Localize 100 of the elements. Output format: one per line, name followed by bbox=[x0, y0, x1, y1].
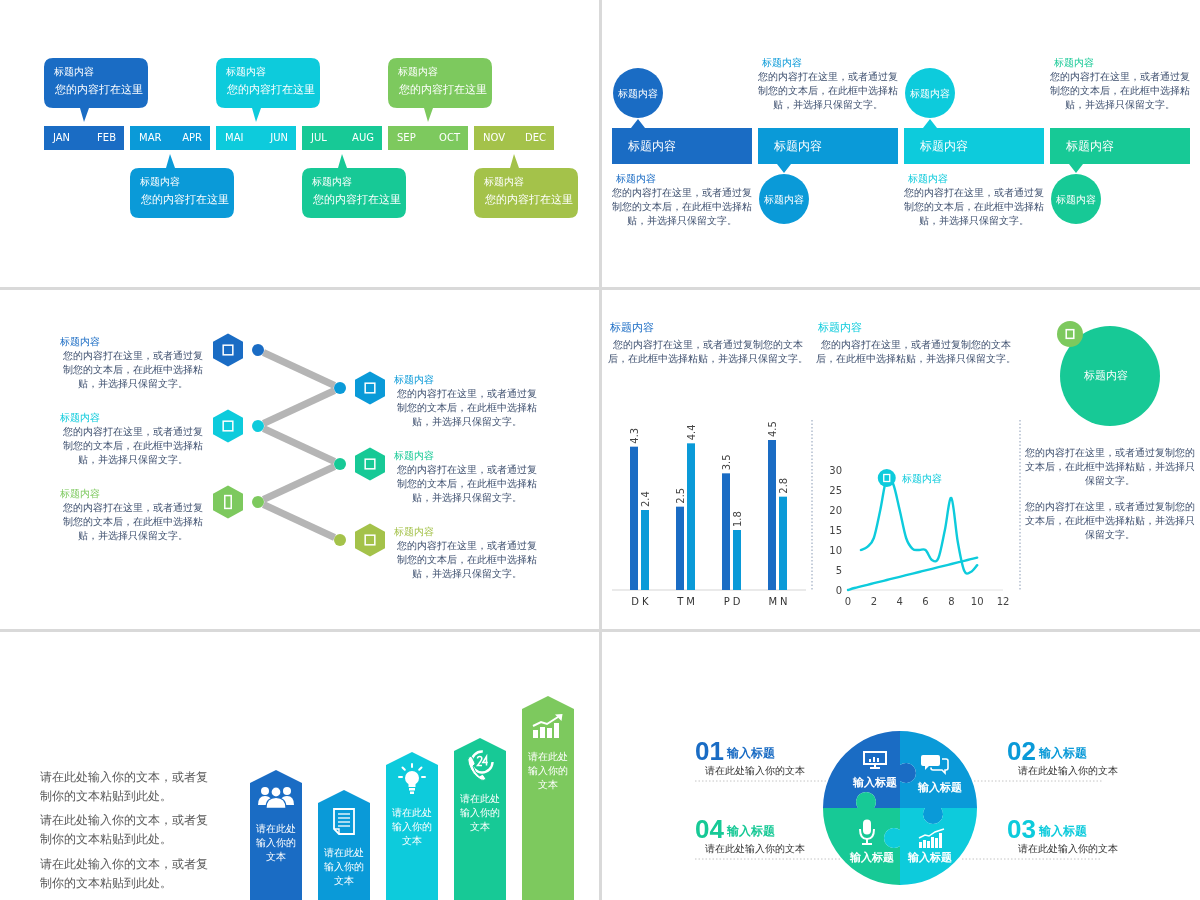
tick-label: 2 bbox=[870, 596, 877, 607]
column-text: 请在此处输入你的文本 bbox=[255, 822, 297, 864]
paragraph: 您的内容打在这里，或者通过复制您的文本后，在此框中选择粘贴，并选择只保留文字。 bbox=[1025, 446, 1195, 488]
caption-text: 请在此处输入你的文本 bbox=[705, 764, 805, 777]
paragraph: 您的内容打在这里，或者通过复制您的文本后，在此框中选择粘贴，并选择只保留文字。 bbox=[395, 463, 538, 505]
item-number: 04 bbox=[695, 816, 724, 842]
month-label: MAR bbox=[139, 131, 162, 145]
column-text: 请在此处输入你的文本 bbox=[391, 806, 433, 848]
item-number: 03 bbox=[1007, 816, 1036, 842]
paragraph: 您的内容打在这里，或者通过复制您的文本后，在此框中选择粘贴，并选择只保留文字。 bbox=[904, 186, 1044, 228]
heading-text: 标题内容 bbox=[394, 449, 434, 462]
connector-line bbox=[261, 501, 337, 541]
month-label: APR bbox=[182, 131, 202, 145]
body-text: 您的内容打在这里 bbox=[485, 192, 573, 206]
paragraph: 您的内容打在这里，或者通过复制您的文本后，在此框中选择粘贴，并选择只保留文字。 bbox=[815, 338, 1017, 366]
heading-text: 标题内容 bbox=[60, 411, 100, 424]
tick-label: 20 bbox=[829, 504, 842, 516]
title-text: 输入标题 bbox=[853, 776, 897, 790]
arrow-column bbox=[250, 770, 302, 900]
title-text: 标题内容 bbox=[628, 138, 676, 154]
title-banner bbox=[904, 119, 1044, 164]
heading-text: 输入标题 bbox=[1039, 746, 1087, 761]
tick-label: 10 bbox=[829, 544, 842, 556]
paragraph: 您的内容打在这里，或者通过复制您的文本后，在此框中选择粘贴，并选择只保留文字。 bbox=[612, 186, 752, 228]
category-label: DK bbox=[631, 596, 652, 607]
speech-bubble bbox=[44, 58, 148, 122]
month-bar bbox=[388, 126, 468, 150]
title-banner bbox=[612, 119, 752, 164]
title-text: 标题内容 bbox=[618, 86, 658, 100]
tick-label: 0 bbox=[835, 584, 842, 596]
heading-text: 标题内容 bbox=[226, 65, 266, 78]
paragraph: 请在此处输入你的文本，或者复制你的文本粘贴到此处。 bbox=[40, 812, 209, 848]
paragraph: 您的内容打在这里，或者通过复制您的文本后，在此框中选择粘贴，并选择只保留文字。 bbox=[607, 338, 809, 366]
caption-text: 请在此处输入你的文本 bbox=[1018, 842, 1118, 855]
month-label: OCT bbox=[439, 131, 460, 145]
category-label: PD bbox=[723, 596, 744, 607]
value-label: 4.3 bbox=[628, 427, 640, 444]
connector-line bbox=[261, 349, 337, 389]
chart-title: 标题内容 bbox=[818, 321, 862, 335]
paragraph: 请在此处输入你的文本，或者复制你的文本粘贴到此处。 bbox=[40, 769, 209, 805]
body-text: 您的内容打在这里 bbox=[399, 82, 487, 96]
title-text: 标题内容 bbox=[1084, 369, 1128, 382]
puzzle-piece bbox=[884, 808, 977, 885]
connector-line bbox=[261, 425, 337, 465]
month-label: JUL bbox=[311, 131, 327, 145]
title-text: 标题内容 bbox=[910, 86, 950, 100]
paragraph: 您的内容打在这里，或者通过复制您的文本后，在此框中选择粘贴，并选择只保留文字。 bbox=[61, 501, 204, 543]
speech-bubble bbox=[130, 154, 234, 218]
heading-text: 标题内容 bbox=[54, 65, 94, 78]
month-bar bbox=[216, 126, 296, 150]
value-label: 2.4 bbox=[639, 491, 651, 507]
category-label: TM bbox=[677, 596, 698, 607]
speech-bubble bbox=[302, 154, 406, 218]
title-text: 标题内容 bbox=[920, 138, 968, 154]
month-bar bbox=[44, 126, 124, 150]
value-label: 4.5 bbox=[766, 421, 778, 437]
title-banner bbox=[758, 128, 898, 173]
value-label: 4.4 bbox=[685, 424, 697, 441]
body-text: 您的内容打在这里 bbox=[227, 82, 315, 96]
heading-text: 标题内容 bbox=[140, 175, 180, 188]
column-text: 请在此处输入你的文本 bbox=[527, 750, 569, 792]
heading-text: 标题内容 bbox=[398, 65, 438, 78]
paragraph: 您的内容打在这里，或者通过复制您的文本后，在此框中选择粘贴，并选择只保留文字。 bbox=[395, 387, 538, 429]
heading-text: 标题内容 bbox=[762, 56, 802, 69]
paragraph: 您的内容打在这里，或者通过复制您的文本后，在此框中选择粘贴，并选择只保留文字。 bbox=[61, 349, 204, 391]
tick-label: 8 bbox=[948, 596, 955, 607]
heading-text: 标题内容 bbox=[908, 172, 948, 185]
title-text: 标题内容 bbox=[774, 138, 822, 154]
title-text: 输入标题 bbox=[908, 851, 952, 865]
month-label: NOV bbox=[483, 131, 506, 145]
title-text: 标题内容 bbox=[1066, 138, 1114, 154]
arrow-column bbox=[454, 738, 506, 900]
tick-label: 0 bbox=[844, 596, 852, 607]
paragraph: 您的内容打在这里，或者通过复制您的文本后，在此框中选择粘贴，并选择只保留文字。 bbox=[1025, 500, 1195, 542]
body-text: 您的内容打在这里 bbox=[313, 192, 401, 206]
month-label: DEC bbox=[525, 131, 546, 145]
paragraph: 请在此处输入你的文本，或者复制你的文本粘贴到此处。 bbox=[40, 856, 209, 892]
value-label: 2.8 bbox=[777, 477, 789, 494]
paragraph: 您的内容打在这里，或者通过复制您的文本后，在此框中选择粘贴，并选择只保留文字。 bbox=[395, 539, 538, 581]
annotation-label: 标题内容 bbox=[901, 473, 942, 484]
tick-label: 4 bbox=[896, 596, 903, 607]
heading-text: 标题内容 bbox=[312, 175, 352, 188]
tick-label: 12 bbox=[996, 596, 1010, 607]
month-bar bbox=[130, 126, 210, 150]
month-bar bbox=[302, 126, 382, 150]
arrow-column bbox=[386, 752, 438, 900]
month-label: SEP bbox=[397, 131, 416, 145]
item-number: 02 bbox=[1007, 738, 1036, 764]
title-text: 输入标题 bbox=[850, 851, 894, 865]
paragraph: 您的内容打在这里，或者通过复制您的文本后，在此框中选择粘贴，并选择只保留文字。 bbox=[758, 70, 898, 112]
title-text: 输入标题 bbox=[918, 781, 962, 795]
value-label: 1.8 bbox=[731, 511, 743, 527]
tick-label: 25 bbox=[829, 484, 842, 496]
heading-text: 标题内容 bbox=[394, 373, 434, 386]
speech-bubble bbox=[388, 58, 492, 122]
heading-text: 标题内容 bbox=[394, 525, 434, 538]
speech-bubble bbox=[474, 154, 578, 218]
heading-text: 标题内容 bbox=[60, 487, 100, 500]
month-bar bbox=[474, 126, 554, 150]
chart-title: 标题内容 bbox=[610, 321, 654, 335]
